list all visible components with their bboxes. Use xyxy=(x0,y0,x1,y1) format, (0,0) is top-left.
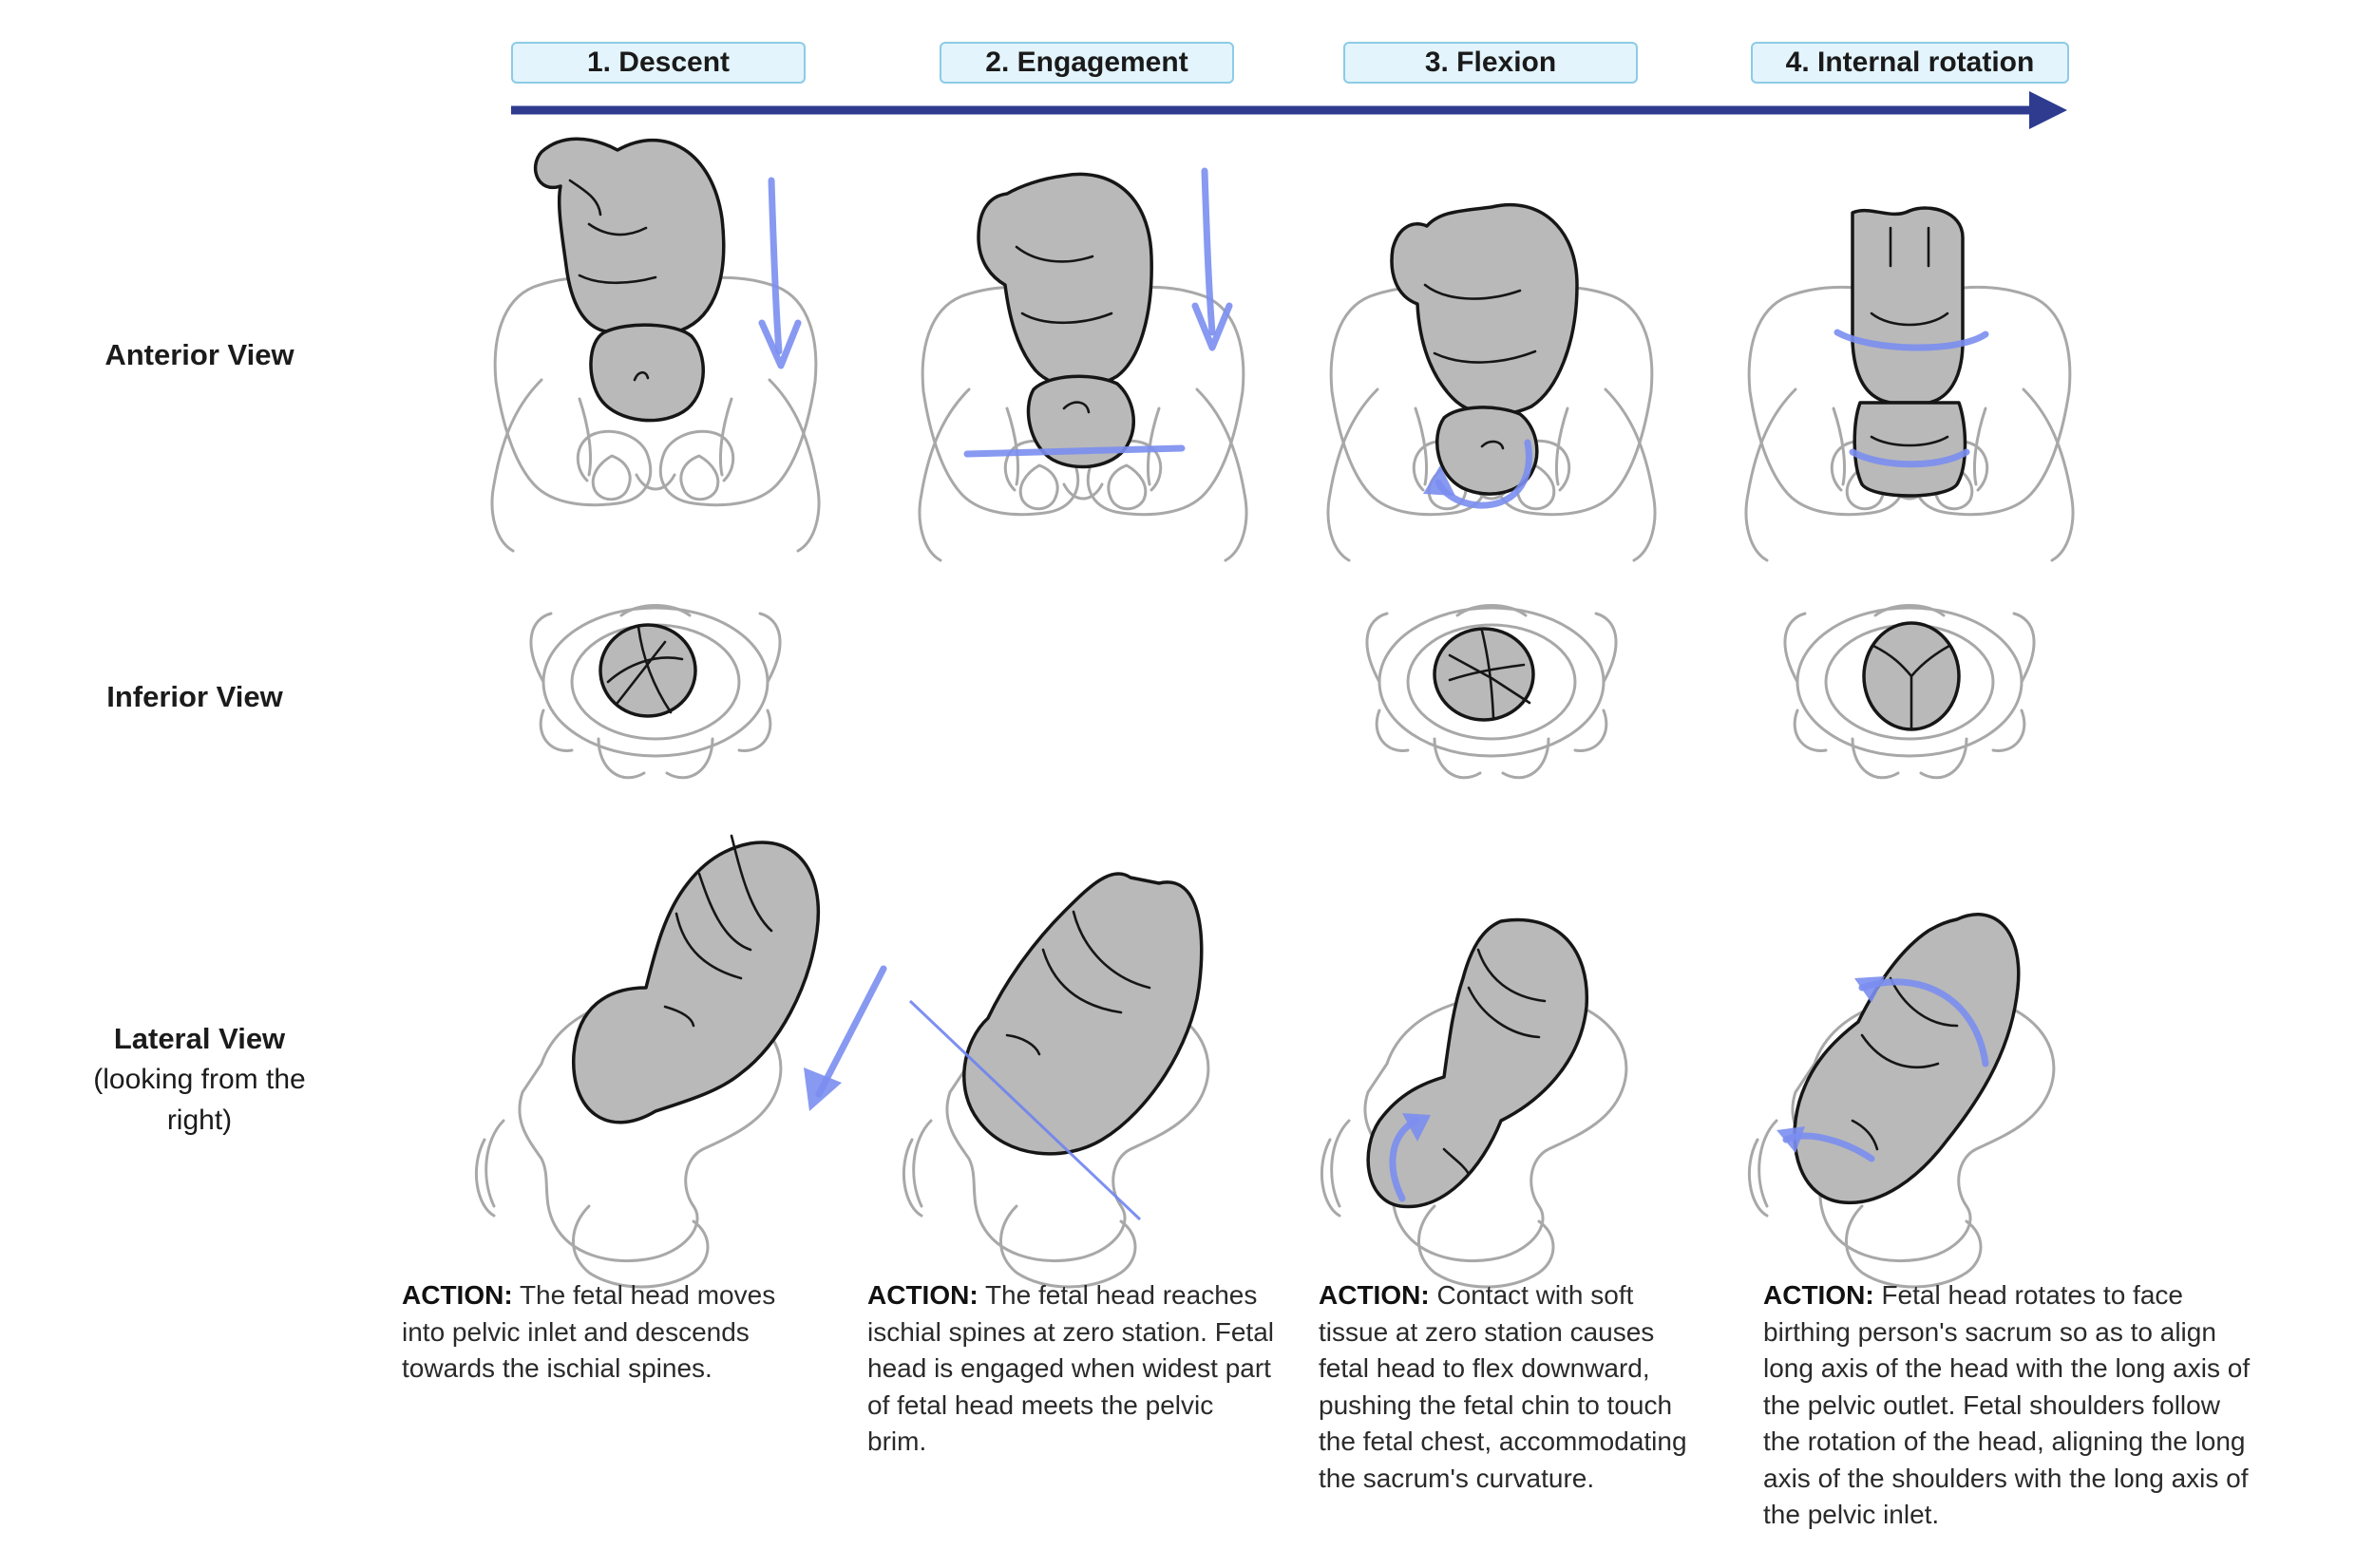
inferior-descent-figure xyxy=(529,604,782,780)
action-lead-engagement: ACTION: xyxy=(867,1280,978,1310)
anterior-descent-figure xyxy=(490,137,821,553)
anterior-engagement-figure xyxy=(918,167,1248,562)
stage-label-descent: 1. Descent xyxy=(511,42,806,84)
action-body-descent: The fetal head moves into pelvic inlet a… xyxy=(402,1280,776,1383)
action-body-engagement: The fetal head reaches ischial spines at… xyxy=(867,1280,1274,1456)
action-text-internal-rotation: ACTION: Fetal head rotates to face birth… xyxy=(1763,1277,2257,1534)
action-lead-descent: ACTION: xyxy=(402,1280,513,1310)
inferior-internal-rotation-figure xyxy=(1783,604,2036,780)
lateral-engagement-figure xyxy=(902,872,1210,1289)
action-lead-flexion: ACTION: xyxy=(1319,1280,1430,1310)
row-label-lateral-title: Lateral View xyxy=(113,1022,286,1055)
inferior-flexion-figure xyxy=(1365,604,1618,780)
action-text-descent: ACTION: The fetal head moves into pelvic… xyxy=(402,1277,820,1388)
action-text-engagement: ACTION: The fetal head reaches ischial s… xyxy=(867,1277,1276,1461)
row-label-lateral: Lateral View (looking from the right) xyxy=(57,1018,342,1141)
lateral-internal-rotation-figure xyxy=(1747,913,2056,1289)
row-label-lateral-subtitle: (looking from the right) xyxy=(93,1064,306,1136)
action-text-flexion: ACTION: Contact with soft tissue at zero… xyxy=(1319,1277,1708,1497)
row-label-inferior: Inferior View xyxy=(106,680,283,713)
progress-arrow xyxy=(511,91,2067,129)
stage-label-engagement: 2. Engagement xyxy=(940,42,1234,84)
anterior-flexion-figure xyxy=(1326,202,1657,562)
row-label-anterior: Anterior View xyxy=(104,338,294,371)
lateral-flexion-figure xyxy=(1320,917,1628,1289)
anterior-internal-rotation-figure xyxy=(1744,206,2075,562)
stage-label-internal-rotation: 4. Internal rotation xyxy=(1751,42,2069,84)
action-lead-internal-rotation: ACTION: xyxy=(1763,1280,1874,1310)
action-body-flexion: Contact with soft tissue at zero station… xyxy=(1319,1280,1687,1493)
action-body-internal-rotation: Fetal head rotates to face birthing pers… xyxy=(1763,1280,2251,1529)
lateral-descent-figure xyxy=(474,834,887,1289)
stage-label-flexion: 3. Flexion xyxy=(1343,42,1638,84)
